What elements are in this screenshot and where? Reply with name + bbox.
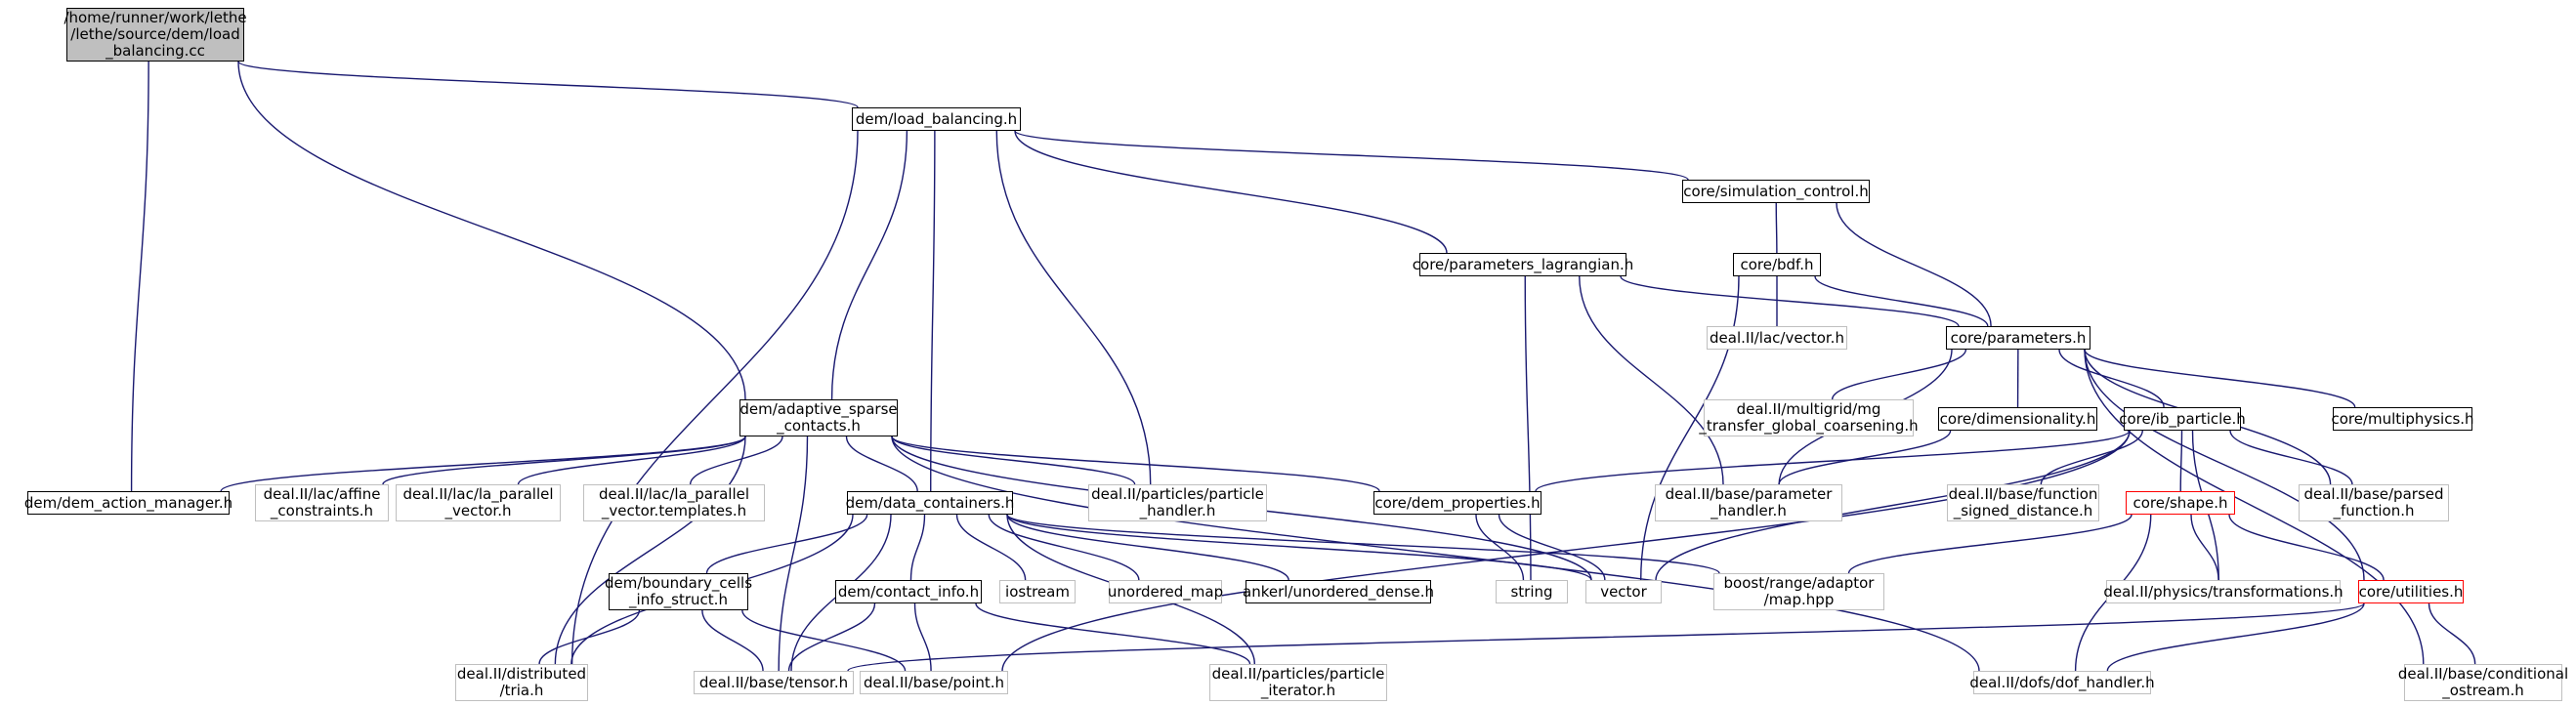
edge-adaptive-sparse-to-affine bbox=[382, 436, 746, 485]
node-parameters-lagrangian[interactable]: core/parameters_lagrangian.h bbox=[1413, 253, 1633, 276]
node-mg-transfer: deal.II/multigrid/mg_transfer_global_coa… bbox=[1699, 399, 1919, 436]
edge-load-balancing-to-dist-tria bbox=[570, 130, 859, 665]
edge-parameters-to-cond-ostream bbox=[2084, 349, 2425, 665]
edge-shape-to-boost-map bbox=[1847, 514, 2133, 574]
node-multiphysics[interactable]: core/multiphysics.h bbox=[2331, 407, 2474, 431]
edge-dimensionality-to-parameter-handler bbox=[1778, 430, 1952, 485]
edge-data-containers-to-boost-map bbox=[1006, 514, 1720, 574]
edge-contact-info-to-point bbox=[913, 602, 932, 672]
edge-ib-particle-to-point bbox=[1001, 430, 2131, 672]
node-unordered-dense[interactable]: ankerl/unordered_dense.h bbox=[1243, 580, 1434, 603]
node-parsed-function: deal.II/base/parsed_function.h bbox=[2299, 484, 2449, 521]
node-tensor: deal.II/base/tensor.h bbox=[694, 671, 854, 694]
node-bdf[interactable]: core/bdf.h bbox=[1733, 253, 1821, 276]
edge-boundary-cells-to-dist-tria bbox=[538, 609, 641, 665]
edge-parameters-lagrangian-to-parameter-handler bbox=[1579, 275, 1724, 485]
edge-dem-properties-to-vector bbox=[1498, 514, 1606, 581]
edge-load-balancing-to-parameters-lagrangian bbox=[1014, 130, 1448, 254]
edge-ib-particle-to-function-sd bbox=[2040, 430, 2143, 485]
node-adaptive-sparse[interactable]: dem/adaptive_sparse_contacts.h bbox=[739, 399, 898, 436]
edge-root-to-adaptive-sparse bbox=[237, 61, 746, 400]
node-contact-info[interactable]: dem/contact_info.h bbox=[835, 580, 982, 603]
edge-contact-info-to-tensor bbox=[787, 602, 876, 672]
edge-utilities-to-dof-handler bbox=[2106, 602, 2365, 672]
edge-parameters-to-utilities bbox=[2084, 349, 2365, 581]
node-particle-handler: deal.II/particles/particle_handler.h bbox=[1088, 484, 1267, 521]
node-string: string bbox=[1496, 580, 1568, 603]
edge-adaptive-sparse-to-dem-properties bbox=[891, 436, 1380, 492]
edge-shape-to-utilities bbox=[2228, 514, 2385, 581]
node-la-parallel-vector: deal.II/lac/la_parallel_vector.h bbox=[396, 484, 561, 521]
edge-adaptive-sparse-to-la-parallel-templates bbox=[689, 436, 783, 485]
node-boost-map: boost/range/adaptor/map.hpp bbox=[1713, 573, 1884, 610]
node-unordered-map: unordered_map bbox=[1108, 580, 1223, 603]
edge-parameters-lagrangian-to-string bbox=[1524, 275, 1532, 581]
node-affine: deal.II/lac/affine_constraints.h bbox=[255, 484, 389, 521]
edge-adaptive-sparse-to-dof-handler bbox=[891, 436, 1980, 672]
node-simulation-control[interactable]: core/simulation_control.h bbox=[1682, 180, 1870, 203]
node-dist-tria: deal.II/distributed/tria.h bbox=[455, 664, 588, 701]
edge-parameters-to-multiphysics bbox=[2084, 349, 2356, 408]
edge-utilities-to-tensor bbox=[847, 602, 2365, 672]
node-point: deal.II/base/point.h bbox=[860, 671, 1008, 694]
edge-ib-particle-to-parsed-function bbox=[2229, 430, 2353, 485]
node-la-parallel-templates: deal.II/lac/la_parallel_vector.templates… bbox=[583, 484, 765, 521]
node-root[interactable]: /home/runner/work/lethe/lethe/source/dem… bbox=[63, 8, 247, 62]
edge-adaptive-sparse-to-particle-handler bbox=[891, 436, 1136, 485]
edge-root-to-load-balancing bbox=[237, 61, 859, 108]
edge-adaptive-sparse-to-dist-tria bbox=[554, 436, 746, 665]
edge-utilities-to-cond-ostream bbox=[2428, 602, 2476, 665]
node-lac-vector: deal.II/lac/vector.h bbox=[1707, 326, 1847, 350]
node-load-balancing[interactable]: dem/load_balancing.h bbox=[852, 107, 1021, 131]
node-dof-handler: deal.II/dofs/dof_handler.h bbox=[1969, 671, 2155, 694]
edge-load-balancing-to-simulation-control bbox=[1014, 130, 1689, 181]
node-dimensionality[interactable]: core/dimensionality.h bbox=[1938, 407, 2097, 431]
edge-adaptive-sparse-to-dem-action-manager bbox=[220, 436, 746, 492]
node-cond-ostream: deal.II/base/conditional_ostream.h bbox=[2397, 664, 2569, 701]
node-function-sd: deal.II/base/function_signed_distance.h bbox=[1947, 484, 2099, 521]
edge-adaptive-sparse-to-tensor bbox=[778, 436, 809, 672]
edge-adaptive-sparse-to-data-containers bbox=[845, 436, 918, 492]
edge-root-to-dem-action-manager bbox=[130, 61, 149, 492]
edge-data-containers-to-iostream bbox=[955, 514, 1027, 581]
edge-data-containers-to-vector bbox=[1006, 514, 1592, 581]
edge-contact-info-to-particle-iterator bbox=[975, 602, 1251, 665]
edge-parameters-to-mg-transfer bbox=[1831, 349, 1967, 400]
node-parameters[interactable]: core/parameters.h bbox=[1946, 326, 2090, 350]
edge-ib-particle-to-vector bbox=[1655, 430, 2131, 581]
edge-load-balancing-to-data-containers bbox=[930, 130, 936, 492]
edge-parameters-lagrangian-to-parameters bbox=[1620, 275, 1960, 327]
edge-ib-particle-to-shape bbox=[2179, 430, 2183, 492]
edge-simulation-control-to-parameters bbox=[1836, 202, 1992, 327]
edge-simulation-control-to-bdf bbox=[1775, 202, 1778, 254]
edge-data-containers-to-unordered-map bbox=[988, 514, 1140, 581]
node-iostream: iostream bbox=[999, 580, 1076, 603]
edge-parameters-to-ib-particle bbox=[2058, 349, 2165, 408]
node-particle-iterator: deal.II/particles/particle_iterator.h bbox=[1209, 664, 1387, 701]
edge-ib-particle-to-dem-properties bbox=[1535, 430, 2131, 492]
node-data-containers[interactable]: dem/data_containers.h bbox=[846, 491, 1014, 515]
edge-adaptive-sparse-to-la-parallel-vector bbox=[517, 436, 746, 485]
node-parameter-handler: deal.II/base/parameter_handler.h bbox=[1655, 484, 1842, 521]
edge-data-containers-to-unordered-dense bbox=[1006, 514, 1289, 581]
node-ib-particle[interactable]: core/ib_particle.h bbox=[2119, 407, 2246, 431]
edge-bdf-to-parameters bbox=[1814, 275, 1989, 327]
node-utilities[interactable]: core/utilities.h bbox=[2358, 580, 2464, 603]
node-transformations: deal.II/physics/transformations.h bbox=[2103, 580, 2344, 603]
edge-dem-properties-to-string bbox=[1475, 514, 1525, 581]
edge-boundary-cells-to-tensor bbox=[701, 609, 764, 672]
node-dem-properties[interactable]: core/dem_properties.h bbox=[1373, 491, 1541, 515]
edge-bdf-to-vector bbox=[1640, 275, 1740, 581]
edge-load-balancing-to-particle-handler bbox=[995, 130, 1152, 485]
node-shape[interactable]: core/shape.h bbox=[2126, 491, 2235, 515]
node-boundary-cells[interactable]: dem/boundary_cells_info_struct.h bbox=[605, 573, 753, 610]
node-dem-action-manager[interactable]: dem/dem_action_manager.h bbox=[24, 491, 232, 515]
edge-shape-to-transformations bbox=[2190, 514, 2219, 581]
edge-data-containers-to-contact-info bbox=[909, 514, 926, 581]
edge-data-containers-to-boundary-cells bbox=[705, 514, 868, 574]
edge-load-balancing-to-adaptive-sparse bbox=[830, 130, 908, 400]
node-vector: vector bbox=[1585, 580, 1662, 603]
